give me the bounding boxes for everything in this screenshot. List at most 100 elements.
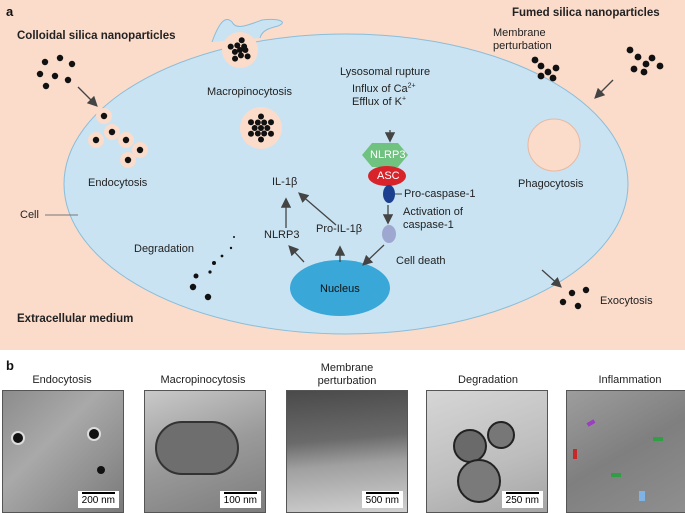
macropinosome-particle bbox=[264, 125, 271, 131]
scale-bar-membrane: 500 nm bbox=[361, 491, 403, 508]
macropinosome-particle bbox=[254, 119, 261, 126]
fumed-particle bbox=[630, 65, 638, 73]
colloidal-title: Colloidal silica nanoparticles bbox=[17, 30, 176, 42]
membrane-perturbation-line2: perturbation bbox=[493, 40, 552, 52]
panel-a-letter: a bbox=[6, 4, 14, 19]
degraded-particle bbox=[193, 273, 199, 279]
macropinosome-particle bbox=[268, 130, 275, 137]
fumed-particle bbox=[634, 53, 642, 61]
nlrp3-box-label: NLRP3 bbox=[370, 149, 406, 161]
degraded-particle bbox=[229, 246, 233, 250]
tem-image-inflammation bbox=[566, 390, 685, 513]
degraded-particles bbox=[189, 236, 235, 301]
tem-label-membrane-2: perturbation bbox=[317, 375, 377, 387]
pro-il1b-label: Pro-IL-1β bbox=[316, 223, 363, 235]
degraded-particle bbox=[204, 293, 212, 301]
macropinosome-particle bbox=[261, 119, 268, 126]
macropinosome-particle bbox=[254, 130, 261, 137]
exocytosed-particle bbox=[574, 302, 582, 310]
macropinosome-particle bbox=[227, 43, 234, 50]
vesicle-particle bbox=[124, 156, 132, 164]
macropinosomes bbox=[222, 32, 282, 149]
macropinosome-particle bbox=[231, 48, 238, 55]
macropinocytosis-label: Macropinocytosis bbox=[207, 86, 292, 98]
tem-image-degradation: 250 nm bbox=[426, 390, 548, 513]
extracellular-label: Extracellular medium bbox=[17, 313, 134, 325]
tem-image-endocytosis: 200 nm bbox=[2, 390, 124, 513]
colloidal-particle bbox=[68, 60, 76, 68]
pro-caspase-label: Pro-caspase-1 bbox=[404, 188, 476, 200]
vesicle-particle bbox=[136, 146, 144, 154]
macropinosome-particle bbox=[247, 130, 254, 137]
colloidal-particle bbox=[64, 76, 72, 84]
macropinosome-particle bbox=[232, 55, 239, 62]
vesicle-particle bbox=[108, 128, 116, 136]
tem-label-degradation: Degradation bbox=[458, 374, 518, 386]
macropinosome-particle bbox=[251, 125, 258, 131]
fumed-particle bbox=[626, 46, 634, 54]
fumed-particle bbox=[537, 62, 545, 70]
exocytosed-particle bbox=[559, 298, 567, 306]
tem-image-membrane-perturbation: 500 nm bbox=[286, 390, 408, 513]
macropinosome-particle bbox=[238, 37, 245, 44]
vesicle-particle bbox=[100, 112, 108, 120]
macropinosome-particle bbox=[234, 42, 241, 49]
nucleus-label: Nucleus bbox=[320, 283, 360, 295]
asc-label: ASC bbox=[377, 170, 400, 182]
arrow-il1b-pro bbox=[298, 192, 337, 226]
fumed-title: Fumed silica nanoparticles bbox=[512, 7, 660, 19]
arrow-nucleus-nlrp3 bbox=[288, 245, 305, 263]
tem-label-macropinocytosis: Macropinocytosis bbox=[160, 374, 246, 386]
macropinosome-particle bbox=[244, 53, 251, 60]
arrow-cell-death bbox=[362, 244, 385, 266]
fumed-particle bbox=[531, 56, 539, 64]
degraded-particle bbox=[220, 254, 224, 258]
endocytic-vesicles bbox=[88, 108, 148, 168]
fumed-particle bbox=[642, 60, 650, 68]
arrow-exocytosis bbox=[541, 269, 562, 288]
tem-image-macropinocytosis: 100 nm bbox=[144, 390, 266, 513]
exocytosis-label: Exocytosis bbox=[600, 295, 653, 307]
nucleus bbox=[290, 260, 390, 316]
colloidal-particle bbox=[36, 70, 44, 78]
colloidal-particles bbox=[36, 54, 76, 90]
pro-caspase-shape bbox=[383, 185, 395, 203]
degraded-particle bbox=[233, 236, 235, 238]
asc-shape bbox=[368, 166, 406, 186]
macropinosome-particle bbox=[268, 119, 275, 126]
colloidal-particle bbox=[56, 54, 64, 62]
panel-b-letter: b bbox=[6, 358, 14, 373]
active-caspase-shape bbox=[382, 225, 396, 243]
cell-label: Cell bbox=[20, 209, 39, 221]
exocytosed-particle bbox=[582, 286, 590, 294]
macropinosome-particle bbox=[258, 113, 264, 120]
colloidal-particle bbox=[51, 72, 59, 80]
efflux-label: Efflux of K+ bbox=[352, 95, 407, 108]
macropinosome-particle bbox=[261, 130, 268, 137]
macropinosome-particle bbox=[258, 125, 264, 131]
degradation-label: Degradation bbox=[134, 243, 194, 255]
nlrp3-label: NLRP3 bbox=[264, 229, 300, 241]
degraded-particle bbox=[212, 261, 216, 265]
arrow-endocytosis bbox=[77, 86, 98, 107]
phagosome bbox=[527, 118, 581, 172]
fumed-particle bbox=[544, 68, 552, 76]
scale-bar-macropinocytosis: 100 nm bbox=[219, 491, 261, 508]
il1b-label: IL-1β bbox=[272, 176, 298, 188]
fumed-particle bbox=[549, 74, 557, 82]
degraded-particle bbox=[208, 270, 212, 274]
vesicle-particle bbox=[122, 136, 130, 144]
lysosomal-rupture-label: Lysosomal rupture bbox=[340, 66, 431, 78]
arrow-phagocytosis bbox=[594, 79, 614, 99]
cell-body bbox=[63, 33, 629, 335]
cell-death-label: Cell death bbox=[396, 255, 446, 267]
activation-label-1: Activation of bbox=[403, 206, 463, 218]
influx-label: Influx of Ca2+ bbox=[352, 82, 416, 95]
macropinosome-particle bbox=[241, 43, 248, 50]
membrane-perturbation-line1: Membrane bbox=[493, 27, 546, 39]
colloidal-particle bbox=[42, 82, 50, 90]
macropinosome-particle bbox=[247, 119, 254, 126]
scale-bar-endocytosis: 200 nm bbox=[77, 491, 119, 508]
fumed-particle bbox=[537, 72, 545, 80]
fumed-particle bbox=[640, 68, 648, 76]
